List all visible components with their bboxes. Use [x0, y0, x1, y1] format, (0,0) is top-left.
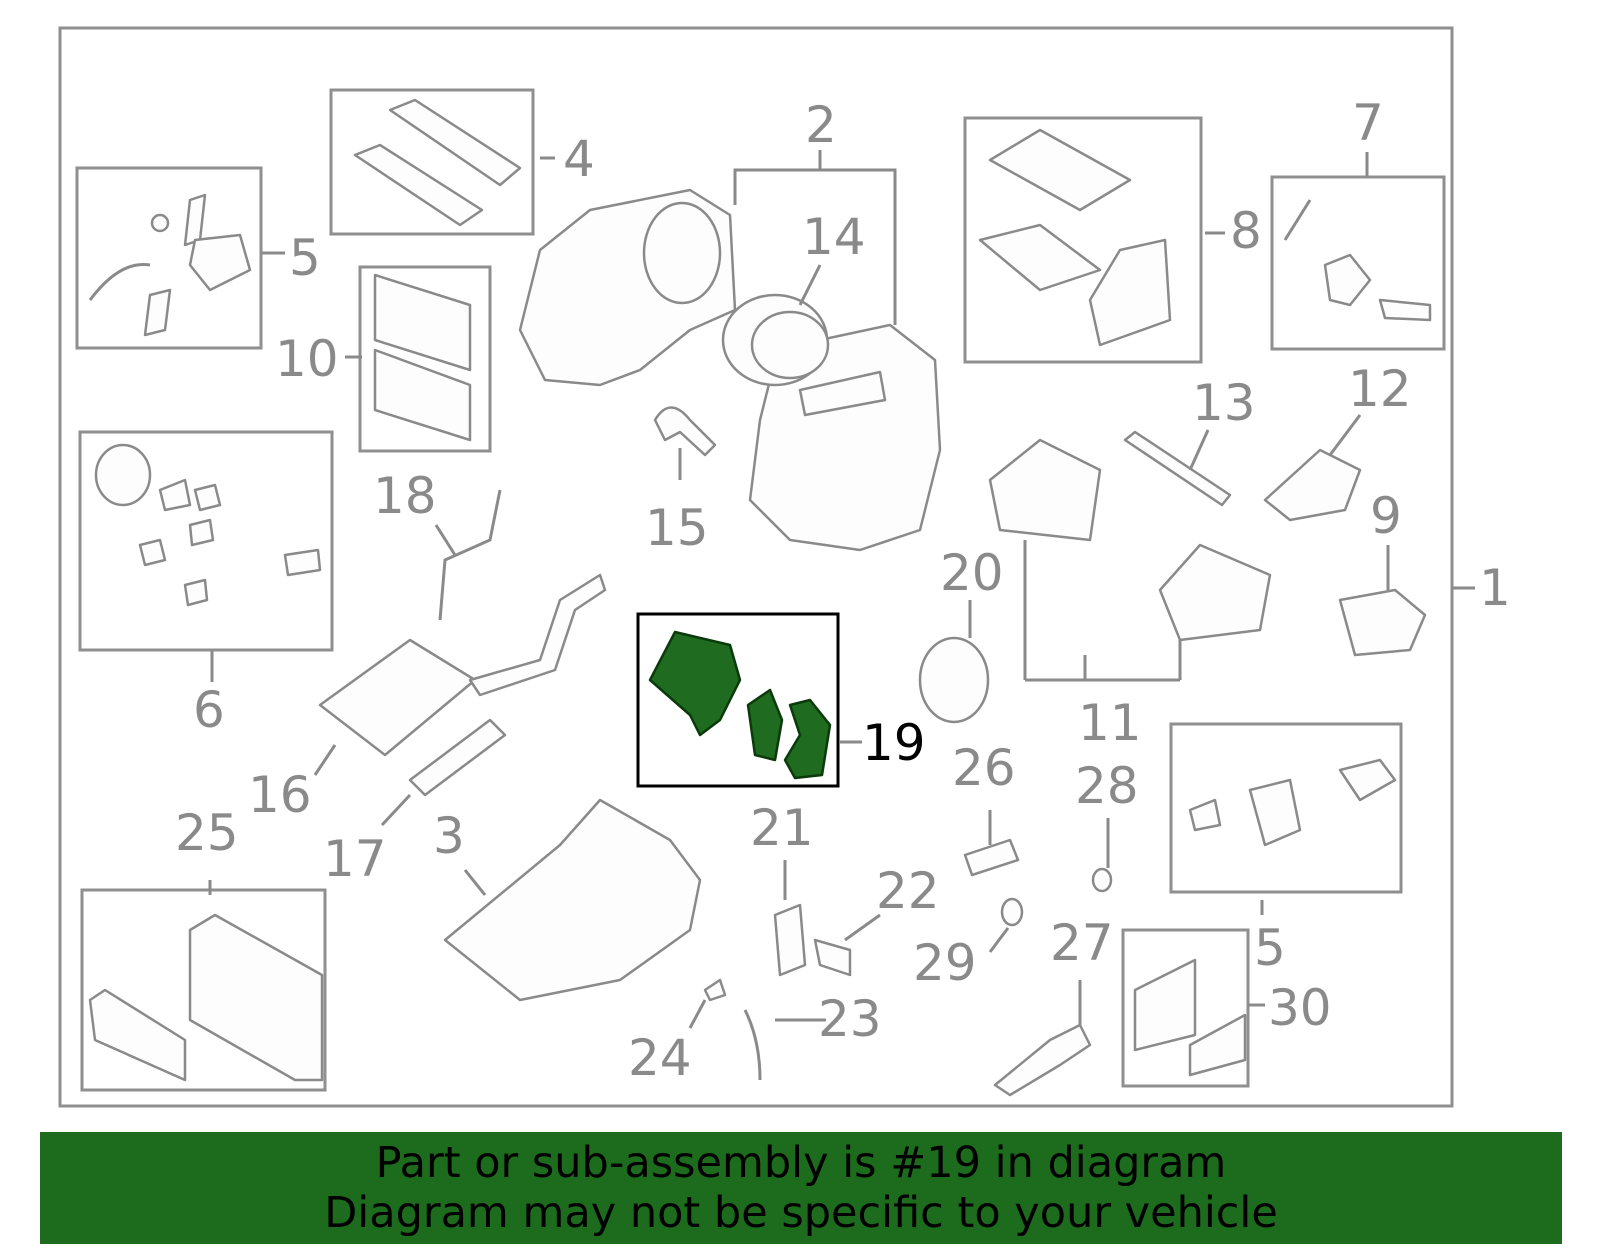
part-10-panels [373, 273, 472, 442]
label-26: 26 [952, 739, 1016, 797]
label-17: 17 [323, 830, 387, 888]
part-17-bracket [408, 718, 507, 797]
label-1: 1 [1479, 559, 1511, 617]
label-16: 16 [248, 766, 312, 824]
part-20-disc [918, 636, 990, 724]
leader-lines [208, 150, 1475, 1029]
parts-diagram: 1 2 3 4 5 5 6 7 8 9 10 11 12 13 14 15 16… [58, 26, 1511, 1108]
label-12: 12 [1348, 360, 1412, 418]
label-3: 3 [433, 807, 465, 865]
part-8-components [978, 128, 1172, 347]
label-14: 14 [802, 208, 866, 266]
label-7: 7 [1352, 94, 1384, 152]
box-part-30 [1121, 928, 1250, 1088]
label-27: 27 [1050, 914, 1114, 972]
part-3-case [443, 798, 702, 1002]
label-30: 30 [1268, 979, 1332, 1037]
label-20: 20 [940, 544, 1004, 602]
label-25: 25 [175, 804, 239, 862]
box-part-5-top [75, 166, 263, 350]
part-6-components [94, 443, 322, 607]
banner-line-2: Diagram may not be specific to your vehi… [324, 1188, 1278, 1238]
label-21: 21 [750, 799, 814, 857]
part-12-duct [1263, 448, 1362, 522]
part-29-oring [1000, 897, 1024, 927]
part-4-filters [353, 98, 522, 227]
label-10: 10 [275, 330, 339, 388]
part-5-right-components [1188, 758, 1397, 847]
label-15: 15 [645, 499, 709, 557]
box-part-7 [1270, 175, 1446, 351]
part-30-panel [1133, 958, 1247, 1077]
part-28-oring [1091, 867, 1113, 893]
label-22: 22 [876, 862, 940, 920]
part-21-bracket [773, 903, 807, 977]
part-22-sensor [813, 938, 852, 977]
label-6: 6 [193, 681, 225, 739]
box-part-6 [78, 430, 334, 652]
part-19-highlighted [648, 630, 832, 780]
part-2-housing [518, 188, 942, 552]
label-23: 23 [818, 990, 882, 1048]
label-24: 24 [628, 1029, 692, 1087]
part-16-heater-core [318, 573, 607, 757]
part-25-evaporator [88, 913, 324, 1082]
label-4: 4 [563, 130, 595, 188]
box-part-10 [358, 265, 492, 453]
label-29: 29 [913, 934, 977, 992]
label-13: 13 [1192, 374, 1256, 432]
part-9-actuator [1338, 588, 1427, 657]
part-27-pipe [993, 1023, 1092, 1097]
box-part-25 [80, 888, 327, 1092]
part-18-wire [438, 489, 502, 621]
part-14-blower [721, 293, 830, 387]
part-23-harness [743, 1009, 762, 1081]
box-part-5-right [1169, 722, 1403, 894]
box-part-8 [963, 116, 1203, 364]
banner-line-1: Part or sub-assembly is #19 in diagram [375, 1138, 1227, 1188]
diagram-frame [58, 26, 1454, 1108]
label-8: 8 [1230, 202, 1262, 260]
box-part-4 [329, 88, 535, 236]
label-11: 11 [1078, 694, 1142, 752]
part-13-seal [1123, 430, 1232, 507]
label-19: 19 [862, 714, 926, 772]
label-28: 28 [1075, 757, 1139, 815]
label-9: 9 [1370, 487, 1402, 545]
label-18: 18 [373, 467, 437, 525]
part-7-components [1283, 199, 1432, 322]
part-11-housing [988, 438, 1272, 642]
label-5-top: 5 [289, 229, 321, 287]
info-banner: Part or sub-assembly is #19 in diagram D… [40, 1132, 1562, 1244]
part-15-hose [653, 406, 717, 457]
part-24-clip [703, 978, 727, 1002]
label-2: 2 [805, 96, 837, 154]
part-26-connector [963, 838, 1020, 877]
label-5-right: 5 [1254, 919, 1286, 977]
part-5-components [88, 193, 252, 337]
